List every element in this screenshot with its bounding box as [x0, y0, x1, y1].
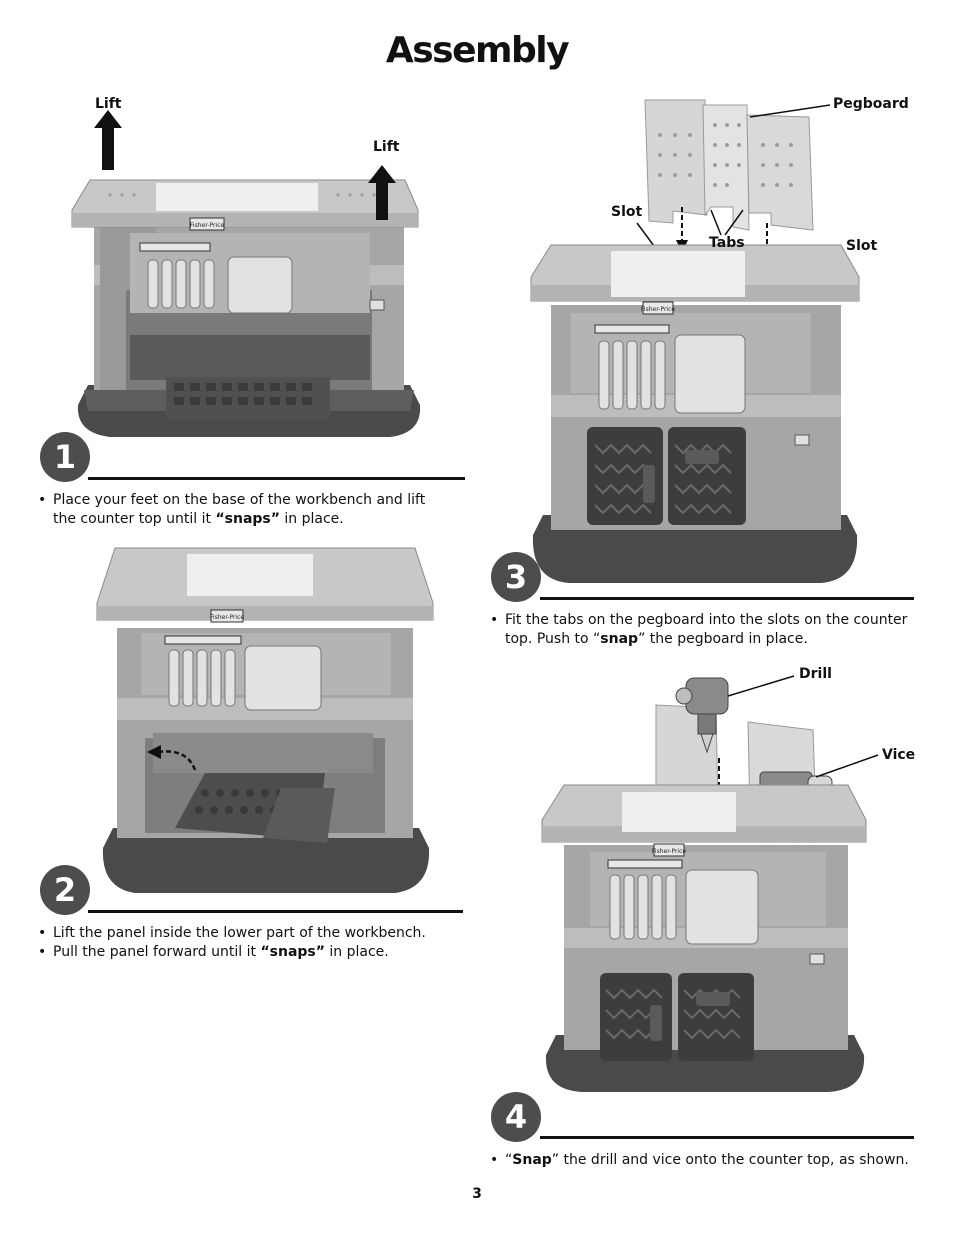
step2-bullet-1: Lift the panel inside the lower part of … — [38, 924, 458, 943]
tabs-callout: Tabs — [709, 235, 745, 251]
step3-bullet-1: Fit the tabs on the pegboard into the sl… — [490, 611, 920, 649]
brand-plate: Fisher-Price — [652, 848, 686, 855]
lift-callout-left: Lift — [95, 96, 122, 112]
drill-callout: Drill — [799, 666, 832, 682]
step-number-2: 2 — [40, 865, 90, 915]
step1-illustration: Fisher-Price — [71, 110, 421, 437]
page-title: Assembly — [385, 30, 570, 71]
step4-illustration: Fisher-Price — [541, 675, 879, 1092]
step2-divider — [88, 910, 463, 913]
brand-plate: Fisher-Price — [641, 306, 675, 313]
up-arrow-icon — [94, 110, 122, 170]
step3-divider — [540, 597, 914, 600]
step4-instructions: “Snap” the drill and vice onto the count… — [490, 1151, 920, 1170]
drill — [675, 677, 729, 754]
brand-plate: Fisher-Price — [190, 222, 224, 229]
up-arrow-icon — [368, 165, 396, 220]
page-number: 3 — [472, 1186, 482, 1202]
slot-callout-left: Slot — [611, 204, 643, 220]
step-number-4: 4 — [491, 1092, 541, 1142]
step-number-1: 1 — [40, 432, 90, 482]
pegboard — [644, 99, 814, 231]
slot-callout-right: Slot — [846, 238, 878, 254]
step1-bullet-1: Place your feet on the base of the workb… — [38, 491, 448, 529]
step2-illustration: Fisher-Price — [96, 547, 434, 893]
lift-callout-right: Lift — [373, 139, 400, 155]
vice-callout: Vice — [882, 747, 916, 763]
pegboard-callout: Pegboard — [833, 96, 909, 112]
step3-instructions: Fit the tabs on the pegboard into the sl… — [490, 611, 920, 649]
step2-bullet-2: Pull the panel forward until it “snaps” … — [38, 943, 458, 962]
curved-arrow-icon — [147, 745, 197, 771]
step1-instructions: Place your feet on the base of the workb… — [38, 491, 448, 529]
step3-illustration: Fisher-Price — [530, 99, 860, 583]
step4-bullet-1: “Snap” the drill and vice onto the count… — [490, 1151, 920, 1170]
step4-divider — [540, 1136, 914, 1139]
step1-divider — [88, 477, 465, 480]
step2-instructions: Lift the panel inside the lower part of … — [38, 924, 458, 962]
brand-plate: Fisher-Price — [210, 614, 244, 621]
step-number-3: 3 — [491, 552, 541, 602]
